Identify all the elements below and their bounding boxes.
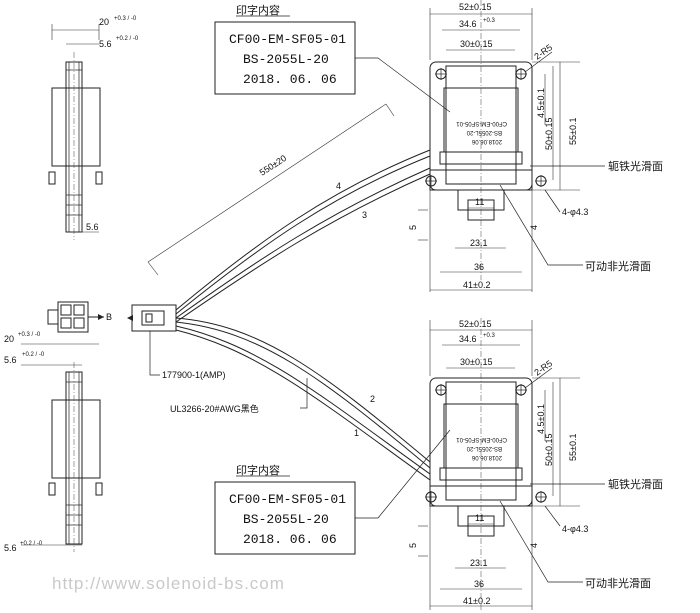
print-box-heading-b: 印字内容 xyxy=(236,463,280,477)
dim-55-b: 55±0.1 xyxy=(568,434,578,461)
label-text-3-b: CF00-EM-SF05-01 xyxy=(456,436,507,442)
dim-4-5-b: 4.5±0.1 xyxy=(536,404,546,434)
dim-side-20-b-tol: +0.3 / -0 xyxy=(18,332,41,338)
dim-4-5: 4.5±0.1 xyxy=(536,88,546,118)
dim-side-5-6-tol: +0.2 / -0 xyxy=(116,36,139,42)
label-text-1: 2018.06.06 xyxy=(471,138,502,144)
dim-36-b: 36 xyxy=(474,579,484,589)
plunger-callout: 可动非光滑面 xyxy=(585,259,651,273)
solenoid-front-bottom: 52±0.15 34.6 +0.3 30±0.15 2018.06.06 BS-… xyxy=(408,318,663,610)
dim-30: 30±0.15 xyxy=(460,39,492,49)
plunger-callout-b: 可动非光滑面 xyxy=(585,576,651,590)
dim-side-20: 20 xyxy=(99,17,109,27)
dim-5-b: 5 xyxy=(408,543,418,548)
dim-41-b: 41±0.2 xyxy=(463,596,490,606)
dim-side-5-6: 5.6 xyxy=(99,39,112,49)
dim-34-6-b-tol: +0.3 xyxy=(483,333,496,339)
wire-number-4: 4 xyxy=(336,181,341,191)
dim-34-6-tol: +0.3 xyxy=(483,18,496,24)
dim-4-b: 4 xyxy=(529,543,539,548)
dim-side-5-6-bottom: 5.6 xyxy=(86,222,99,232)
wire-number-2: 2 xyxy=(370,394,375,404)
dim-23-1: 23.1 xyxy=(470,238,488,248)
dim-side-5-6-b2-tol: +0.2 / -0 xyxy=(20,541,43,547)
label-text-3: CF00-EM-SF05-01 xyxy=(456,120,507,126)
print-line-1: CF00-EM-SF05-01 xyxy=(229,32,346,47)
print-box-bottom: 印字内容 CF00-EM-SF05-01 BS-2055L-20 2018. 0… xyxy=(214,429,451,555)
print-line-2: BS-2055L-20 xyxy=(243,52,329,67)
cable-bundle: 550±20 4 3 2 1 UL3266-20#AWG黑色 xyxy=(147,103,431,481)
print-line-1-b: CF00-EM-SF05-01 xyxy=(229,492,346,507)
yoke-callout-b: 轭铁光滑面 xyxy=(608,477,663,491)
watermark: http://www.solenoid-bs.com xyxy=(52,574,285,593)
dim-34-6-b: 34.6 xyxy=(459,334,477,344)
cable-callout: UL3266-20#AWG黑色 xyxy=(170,403,259,414)
side-view-bottom: 20 +0.3 / -0 5.6 +0.2 / -0 5.6 +0.2 / -0 xyxy=(4,332,103,553)
dim-4: 4 xyxy=(529,225,539,230)
side-view-top: 20 +0.3 / -0 5.6 +0.2 / -0 5.6 xyxy=(48,16,139,240)
holes-callout-b: 4-φ4.3 xyxy=(562,524,588,534)
dim-50: 50±0.15 xyxy=(544,118,554,150)
arrow-b-icon xyxy=(98,314,104,320)
dim-11: 11 xyxy=(475,197,484,207)
dim-52: 52±0.15 xyxy=(459,2,491,12)
dim-23-1-b: 23.1 xyxy=(470,558,488,568)
connector: B 177900-1(AMP) xyxy=(47,301,226,380)
print-line-2-b: BS-2055L-20 xyxy=(243,512,329,527)
dim-side-5-6-b2: 5.6 xyxy=(4,543,17,553)
dim-11-b: 11 xyxy=(475,513,484,523)
print-box-heading: 印字内容 xyxy=(236,3,280,17)
arrow-b-label: B xyxy=(106,312,112,322)
dim-side-20-tol: +0.3 / -0 xyxy=(114,16,137,22)
dim-36: 36 xyxy=(474,262,484,272)
dim-30-b: 30±0.15 xyxy=(460,357,492,367)
label-text-2-b: BS-2055L-20 xyxy=(466,445,502,451)
dim-5: 5 xyxy=(408,225,418,230)
dim-cable-length: 550±20 xyxy=(258,153,289,178)
dim-side-20-b: 20 xyxy=(4,334,14,344)
dim-52-b: 52±0.15 xyxy=(459,319,491,329)
solenoid-front-top: 52±0.15 34.6 +0.3 30±0.15 2018.06.06 BS-… xyxy=(408,0,663,292)
holes-callout: 4-φ4.3 xyxy=(562,207,588,217)
label-text-1-b: 2018.06.06 xyxy=(471,454,502,460)
wire-number-3: 3 xyxy=(362,210,367,220)
dim-side-5-6-b: 5.6 xyxy=(4,355,17,365)
print-box-top: 印字内容 CF00-EM-SF05-01 BS-2055L-20 2018. 0… xyxy=(214,3,451,113)
dim-side-5-6-b-tol: +0.2 / -0 xyxy=(22,352,45,358)
dim-41: 41±0.2 xyxy=(463,280,490,290)
connector-callout: 177900-1(AMP) xyxy=(162,370,226,380)
dim-34-6: 34.6 xyxy=(459,19,477,29)
print-line-3-b: 2018. 06. 06 xyxy=(243,532,337,547)
label-text-2: BS-2055L-20 xyxy=(466,129,502,135)
dim-55: 55±0.1 xyxy=(568,118,578,145)
print-line-3: 2018. 06. 06 xyxy=(243,72,337,87)
yoke-callout: 轭铁光滑面 xyxy=(608,159,663,173)
wire-number-1: 1 xyxy=(354,428,359,438)
dim-50-b: 50±0.15 xyxy=(544,434,554,466)
